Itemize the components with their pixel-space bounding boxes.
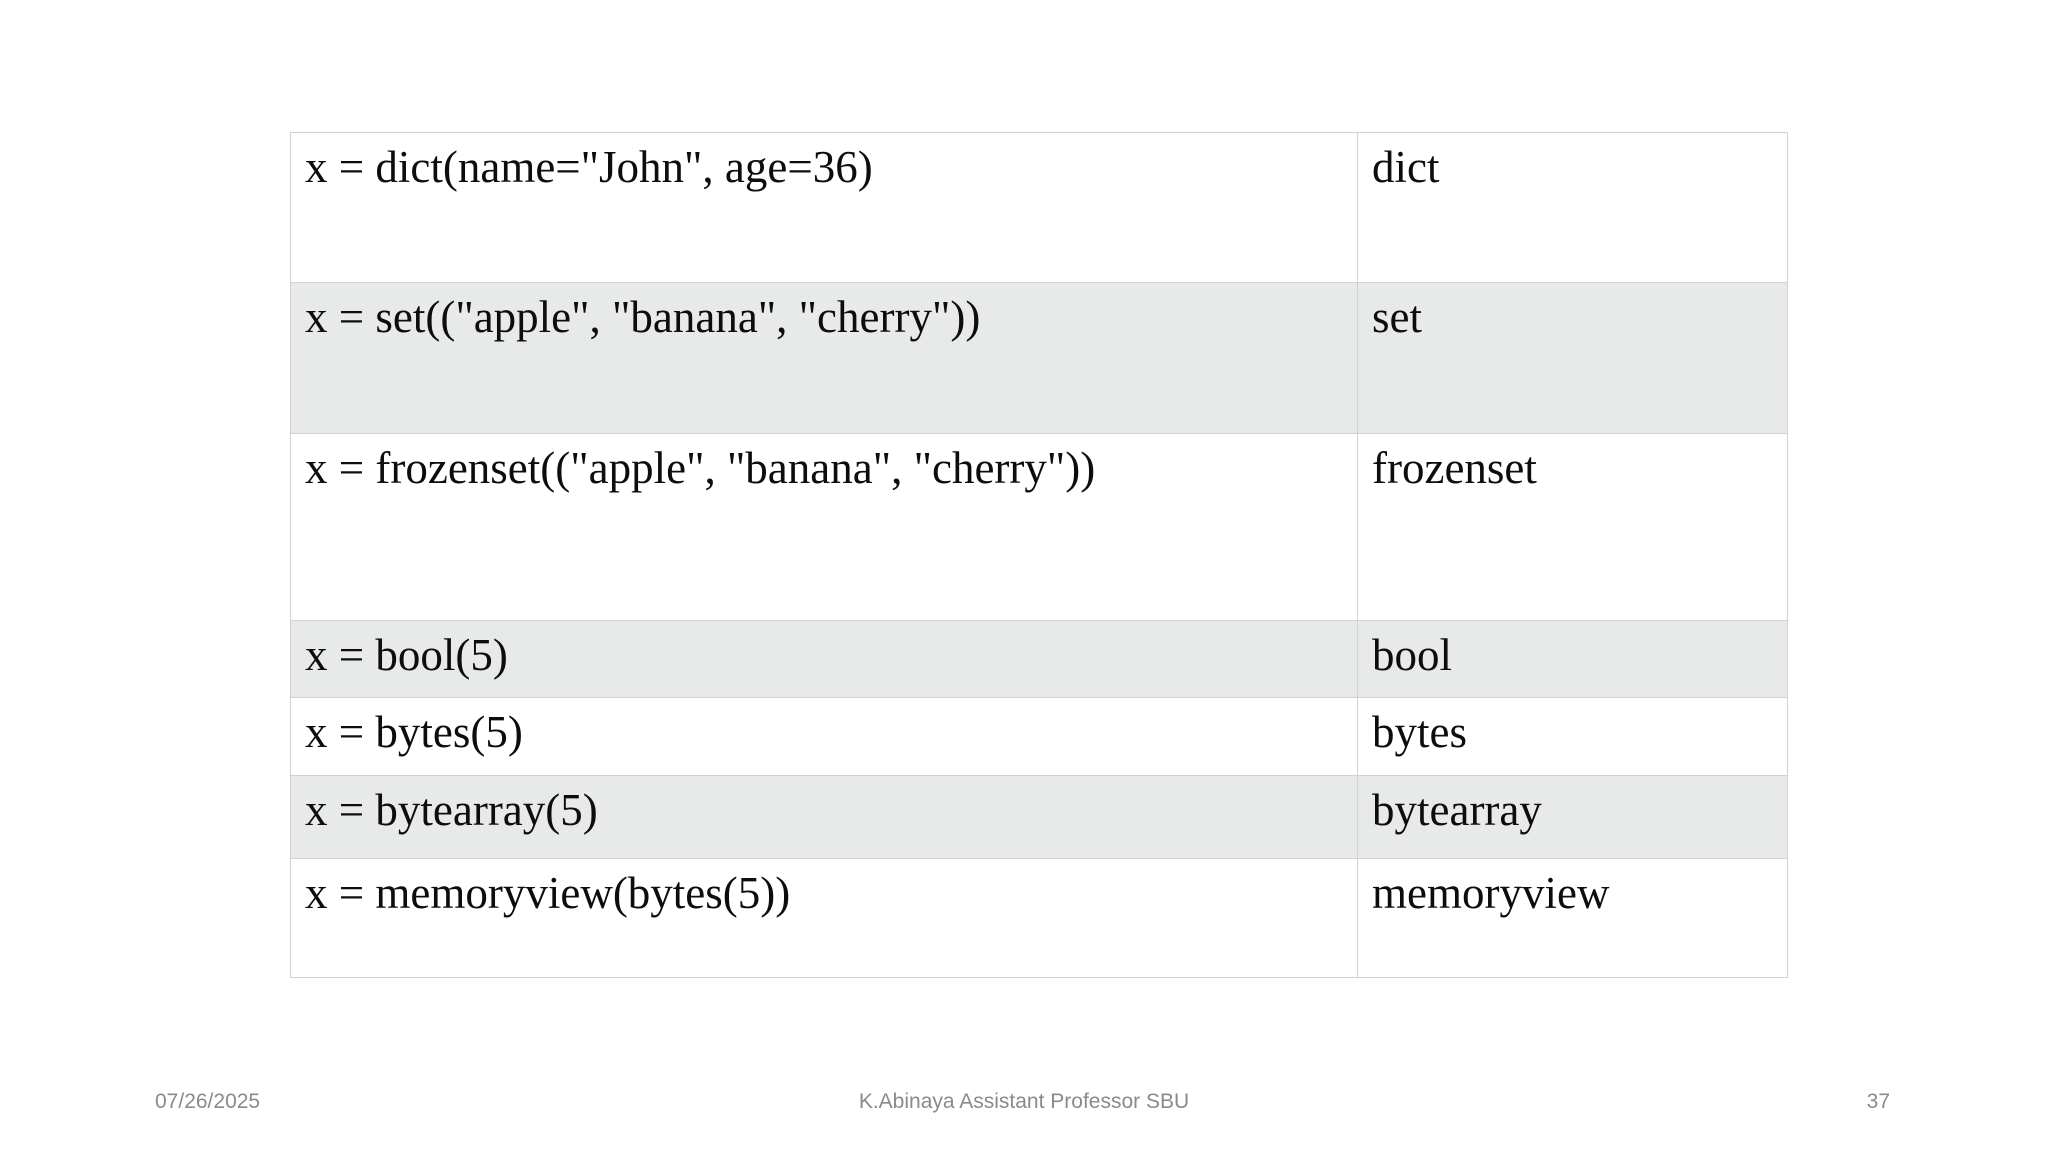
code-cell: x = memoryview(bytes(5)) [290,858,1358,978]
table-row: x = bytes(5) bytes [290,697,1788,776]
code-cell: x = dict(name="John", age=36) [290,132,1358,283]
type-cell: frozenset [1357,433,1788,621]
code-cell: x = bytearray(5) [290,775,1358,859]
type-cell: dict [1357,132,1788,283]
code-cell: x = bool(5) [290,620,1358,698]
table-row: x = memoryview(bytes(5)) memoryview [290,858,1788,978]
footer-credit: K.Abinaya Assistant Professor SBU [858,1090,1190,1113]
code-cell: x = bytes(5) [290,697,1358,776]
python-types-table-container: x = dict(name="John", age=36) dict x = s… [290,132,1788,978]
python-types-table: x = dict(name="John", age=36) dict x = s… [290,132,1788,978]
table-row: x = frozenset(("apple", "banana", "cherr… [290,433,1788,621]
table-row: x = set(("apple", "banana", "cherry")) s… [290,282,1788,434]
table-row: x = bool(5) bool [290,620,1788,698]
type-cell: set [1357,282,1788,434]
code-cell: x = frozenset(("apple", "banana", "cherr… [290,433,1358,621]
footer-date: 07/26/2025 [155,1090,261,1113]
type-cell: bytearray [1357,775,1788,859]
table-row: x = bytearray(5) bytearray [290,775,1788,859]
code-cell: x = set(("apple", "banana", "cherry")) [290,282,1358,434]
footer-page-number: 37 [1866,1090,1890,1113]
table-row: x = dict(name="John", age=36) dict [290,132,1788,283]
type-cell: bool [1357,620,1788,698]
type-cell: bytes [1357,697,1788,776]
type-cell: memoryview [1357,858,1788,978]
